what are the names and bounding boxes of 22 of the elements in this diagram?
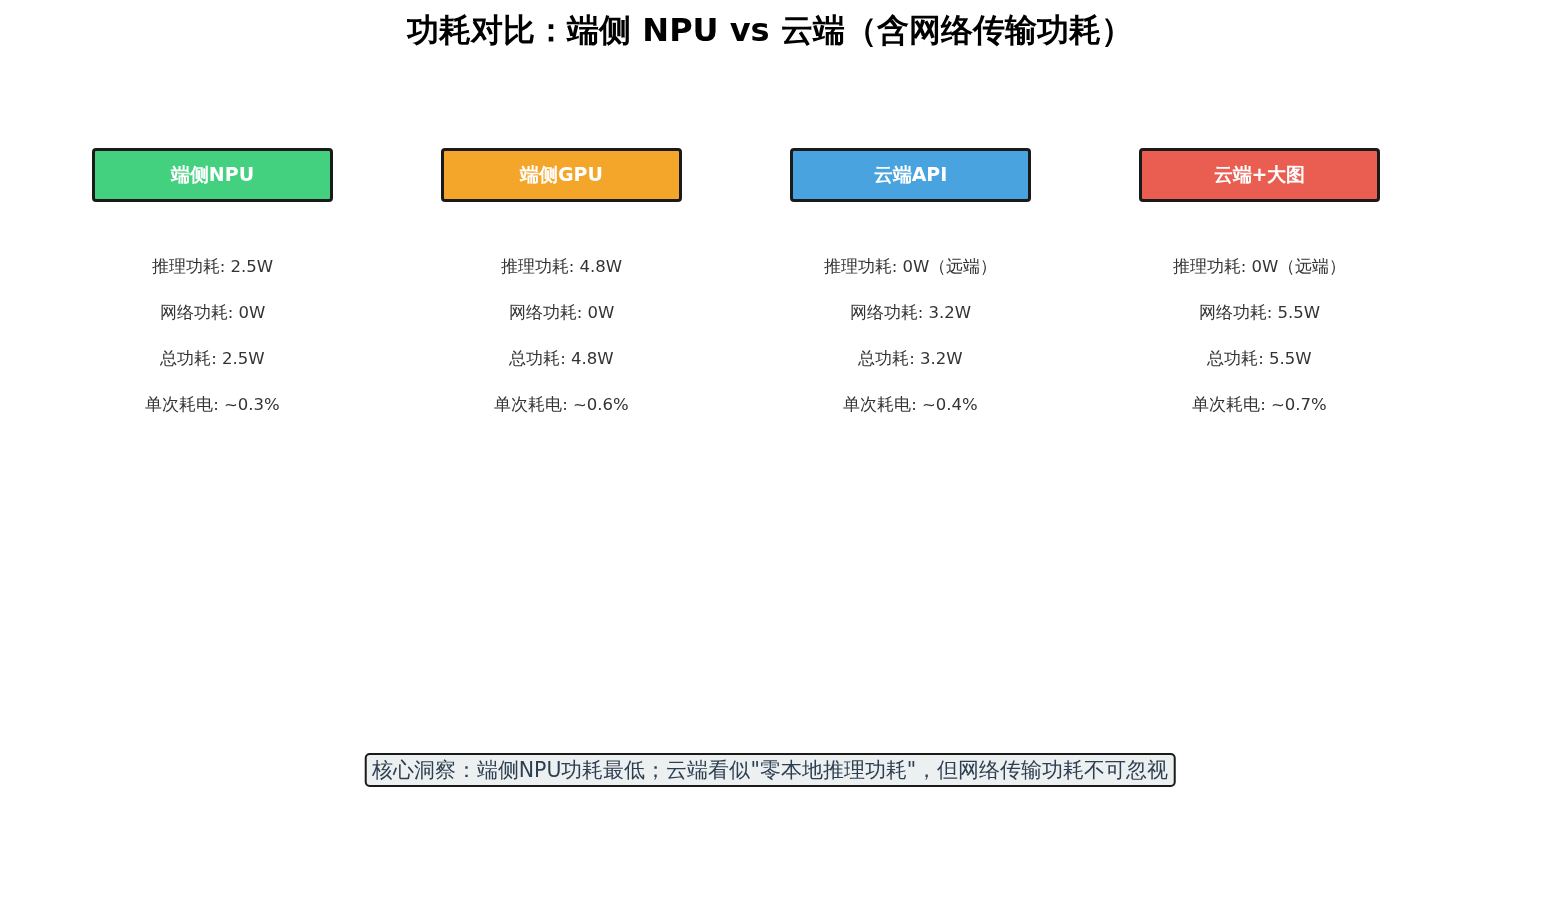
insight-box: 核心洞察：端侧NPU功耗最低；云端看似"零本地推理功耗"，但网络传输功耗不可忽视 (364, 753, 1176, 787)
title: 功耗对比：端侧 NPU vs 云端（含网络传输功耗） (407, 10, 1133, 50)
metric-text: 单次耗电: ~0.6% (494, 394, 629, 416)
metric-text: 推理功耗: 2.5W (151, 256, 274, 278)
category-box: 端侧GPU (441, 148, 682, 202)
metric-text: 网络功耗: 0W (159, 302, 266, 324)
metric-text: 总功耗: 5.5W (1207, 348, 1312, 370)
metric-text: 总功耗: 2.5W (160, 348, 265, 370)
metric-text: 推理功耗: 0W（远端） (823, 256, 998, 278)
metric-text: 总功耗: 3.2W (858, 348, 963, 370)
metric-text: 网络功耗: 5.5W (1198, 302, 1321, 324)
metric-text: 单次耗电: ~0.3% (145, 394, 280, 416)
category-box: 云端+大图 (1139, 148, 1380, 202)
metric-text: 单次耗电: ~0.7% (1192, 394, 1327, 416)
metric-text: 总功耗: 4.8W (509, 348, 614, 370)
metric-text: 网络功耗: 3.2W (849, 302, 972, 324)
metric-text: 推理功耗: 4.8W (500, 256, 623, 278)
metric-text: 网络功耗: 0W (508, 302, 615, 324)
category-box: 云端API (790, 148, 1031, 202)
category-box: 端侧NPU (92, 148, 333, 202)
metric-text: 推理功耗: 0W（远端） (1172, 256, 1347, 278)
metric-text: 单次耗电: ~0.4% (843, 394, 978, 416)
